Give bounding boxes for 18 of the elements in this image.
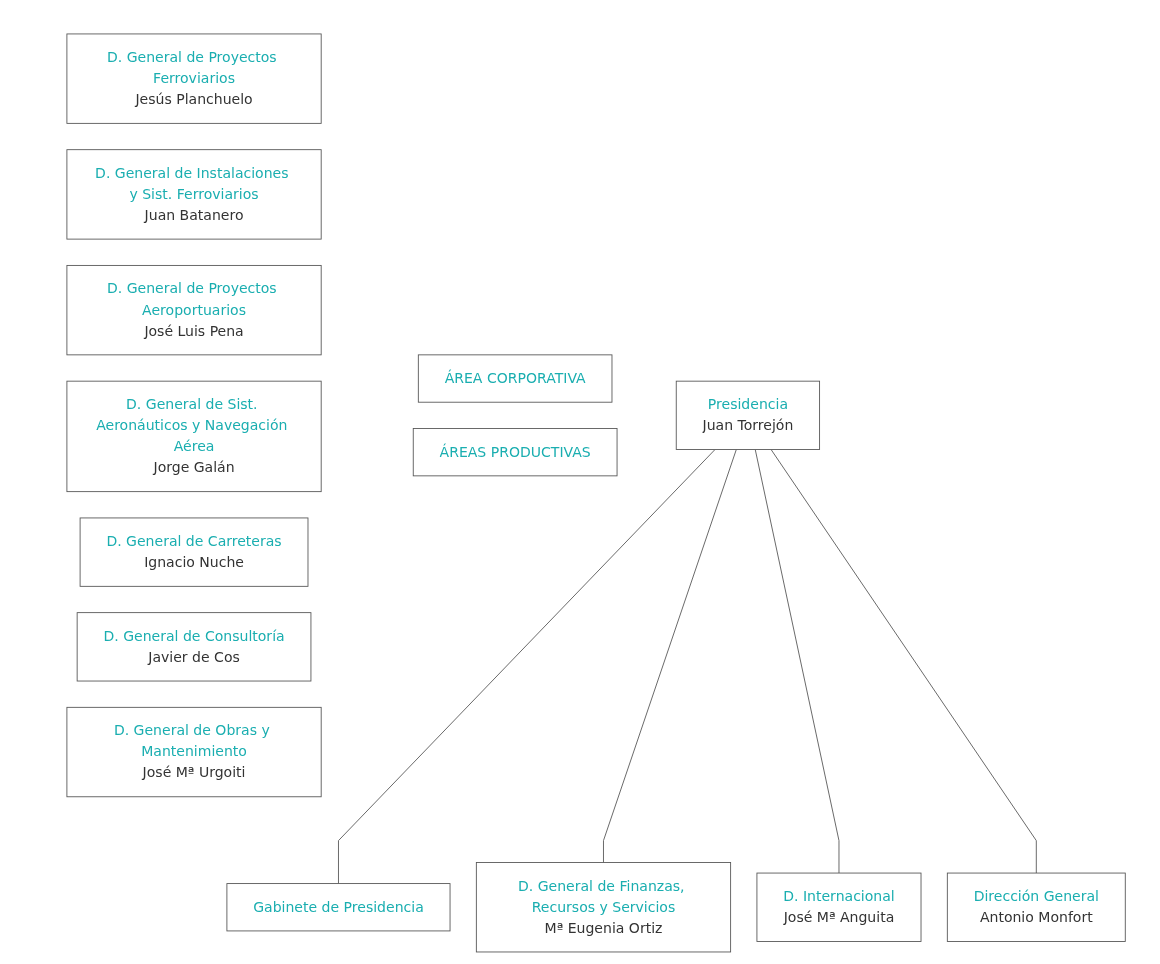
node-box: D. Internacional José Mª Anguita (756, 872, 922, 942)
node-box: D. General de Proyectos Aeroportuarios José Luis Pena (66, 265, 322, 356)
node-box: D. General de Finanzas, Recursos y Servicios Mª Eugenia Ortiz (476, 862, 732, 953)
node-box: Dirección General Antonio Monfort (947, 872, 1127, 942)
connector (771, 449, 1038, 874)
connector (755, 449, 840, 874)
node-box: ÁREAS PRODUCTIVAS (413, 428, 618, 477)
node-box: D. General de Sist. Aeronáuticos y Navegación Aérea Jorge Galán (66, 380, 322, 493)
node-box: Gabinete de Presidencia (226, 883, 451, 932)
connector (603, 449, 738, 863)
node-box: D. General de Carreteras Ignacio Nuche (80, 517, 309, 587)
node-box: D. General de Consultoría Javier de Cos (77, 612, 312, 682)
connector (338, 449, 716, 885)
node-box: D. General de Instalaciones y Sist. Ferroviarios Juan Batanero (66, 149, 322, 240)
node-box: Presidencia Juan Torrejón (676, 380, 821, 450)
node-box: D. General de Obras y Mantenimiento José Mª Urgoiti (66, 706, 322, 798)
node-box: ÁREA CORPORATIVA (418, 354, 613, 403)
node-box: D. General de Proyectos Ferroviarios Jesús Planchuelo (66, 33, 322, 124)
